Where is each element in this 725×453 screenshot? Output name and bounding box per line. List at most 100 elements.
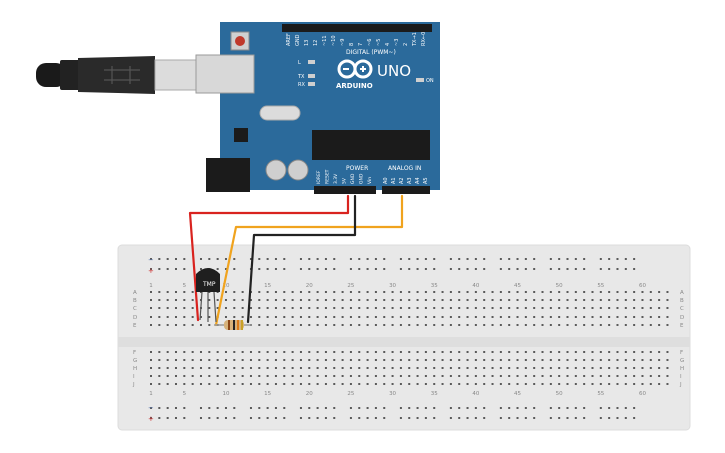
rail-hole[interactable] — [349, 258, 352, 260]
terminal-hole[interactable] — [191, 299, 194, 301]
rail-hole[interactable] — [633, 268, 636, 270]
terminal-hole[interactable] — [574, 359, 577, 361]
terminal-hole[interactable] — [491, 324, 494, 326]
terminal-hole[interactable] — [341, 307, 344, 309]
rail-hole[interactable] — [308, 417, 311, 419]
rail-hole[interactable] — [516, 268, 519, 270]
terminal-hole[interactable] — [583, 351, 586, 353]
rail-hole[interactable] — [299, 407, 302, 409]
terminal-hole[interactable] — [483, 291, 486, 293]
terminal-hole[interactable] — [591, 324, 594, 326]
terminal-hole[interactable] — [349, 307, 352, 309]
rail-hole[interactable] — [549, 268, 552, 270]
terminal-hole[interactable] — [441, 324, 444, 326]
rail-hole[interactable] — [399, 407, 402, 409]
terminal-hole[interactable] — [624, 291, 627, 293]
terminal-hole[interactable] — [316, 316, 319, 318]
rail-hole[interactable] — [433, 417, 436, 419]
terminal-hole[interactable] — [158, 291, 161, 293]
terminal-hole[interactable] — [658, 307, 661, 309]
terminal-hole[interactable] — [341, 299, 344, 301]
terminal-hole[interactable] — [158, 324, 161, 326]
terminal-hole[interactable] — [150, 383, 152, 385]
rail-hole[interactable] — [624, 407, 627, 409]
terminal-hole[interactable] — [249, 367, 252, 369]
rail-hole[interactable] — [233, 417, 236, 419]
terminal-hole[interactable] — [583, 367, 586, 369]
terminal-hole[interactable] — [508, 351, 511, 353]
rail-hole[interactable] — [308, 268, 311, 270]
terminal-hole[interactable] — [424, 291, 427, 293]
terminal-hole[interactable] — [291, 383, 294, 385]
digital-header[interactable] — [282, 24, 432, 32]
terminal-hole[interactable] — [433, 316, 436, 318]
terminal-hole[interactable] — [624, 375, 627, 377]
terminal-hole[interactable] — [616, 375, 619, 377]
terminal-hole[interactable] — [333, 324, 336, 326]
rail-hole[interactable] — [383, 417, 386, 419]
rail-hole[interactable] — [608, 407, 611, 409]
terminal-hole[interactable] — [583, 359, 586, 361]
rail-hole[interactable] — [283, 258, 286, 260]
terminal-hole[interactable] — [533, 324, 536, 326]
terminal-hole[interactable] — [499, 375, 502, 377]
rail-hole[interactable] — [349, 407, 352, 409]
terminal-hole[interactable] — [383, 299, 386, 301]
terminal-hole[interactable] — [441, 367, 444, 369]
terminal-hole[interactable] — [166, 351, 169, 353]
terminal-hole[interactable] — [474, 316, 477, 318]
terminal-hole[interactable] — [633, 351, 636, 353]
terminal-hole[interactable] — [641, 316, 644, 318]
rail-hole[interactable] — [216, 268, 219, 270]
terminal-hole[interactable] — [599, 375, 602, 377]
rail-hole[interactable] — [516, 417, 519, 419]
terminal-hole[interactable] — [258, 359, 261, 361]
terminal-hole[interactable] — [374, 299, 377, 301]
terminal-hole[interactable] — [158, 307, 161, 309]
terminal-hole[interactable] — [333, 291, 336, 293]
rail-hole[interactable] — [608, 258, 611, 260]
terminal-hole[interactable] — [591, 351, 594, 353]
terminal-hole[interactable] — [483, 375, 486, 377]
power-header[interactable] — [314, 186, 376, 194]
terminal-hole[interactable] — [566, 324, 569, 326]
terminal-hole[interactable] — [616, 307, 619, 309]
terminal-hole[interactable] — [649, 383, 652, 385]
terminal-hole[interactable] — [624, 367, 627, 369]
rail-hole[interactable] — [599, 258, 602, 260]
terminal-hole[interactable] — [474, 324, 477, 326]
rail-hole[interactable] — [233, 407, 236, 409]
rail-hole[interactable] — [574, 417, 577, 419]
rail-hole[interactable] — [183, 417, 186, 419]
rail-hole[interactable] — [449, 268, 452, 270]
terminal-hole[interactable] — [324, 291, 327, 293]
terminal-hole[interactable] — [391, 351, 394, 353]
terminal-hole[interactable] — [174, 299, 177, 301]
terminal-hole[interactable] — [224, 367, 227, 369]
terminal-hole[interactable] — [366, 375, 369, 377]
rail-hole[interactable] — [616, 258, 619, 260]
terminal-hole[interactable] — [466, 367, 469, 369]
terminal-hole[interactable] — [416, 324, 419, 326]
terminal-hole[interactable] — [383, 367, 386, 369]
wire-orange-a1[interactable] — [214, 194, 404, 327]
rail-hole[interactable] — [408, 407, 411, 409]
terminal-hole[interactable] — [416, 291, 419, 293]
terminal-hole[interactable] — [274, 291, 277, 293]
rail-hole[interactable] — [599, 417, 602, 419]
terminal-hole[interactable] — [599, 359, 602, 361]
terminal-hole[interactable] — [383, 375, 386, 377]
terminal-hole[interactable] — [366, 291, 369, 293]
rail-hole[interactable] — [399, 268, 402, 270]
wire-red-5v[interactable] — [188, 194, 350, 322]
rail-hole[interactable] — [474, 407, 477, 409]
terminal-hole[interactable] — [458, 307, 461, 309]
terminal-hole[interactable] — [150, 367, 152, 369]
terminal-hole[interactable] — [583, 383, 586, 385]
terminal-hole[interactable] — [608, 316, 611, 318]
terminal-hole[interactable] — [374, 291, 377, 293]
rail-hole[interactable] — [183, 268, 186, 270]
terminal-hole[interactable] — [416, 316, 419, 318]
terminal-hole[interactable] — [566, 375, 569, 377]
